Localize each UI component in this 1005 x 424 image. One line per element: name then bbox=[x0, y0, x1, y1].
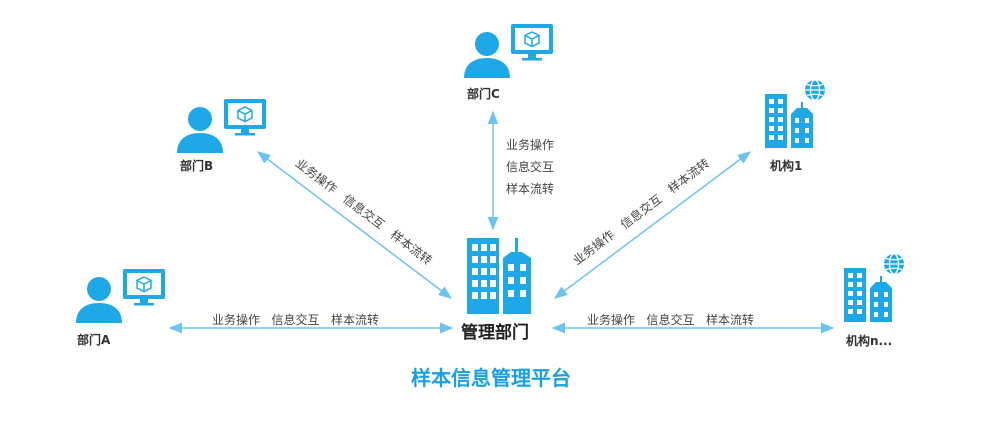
building-globe-icon bbox=[844, 253, 904, 322]
node-label-org-n: 机构n... bbox=[846, 334, 893, 348]
edge-text-flow: 样本流转 bbox=[330, 313, 379, 327]
edge-text-info: 信息交互 bbox=[271, 313, 320, 327]
node-label-dept-c: 部门C bbox=[467, 87, 500, 101]
edge-text-info: 信息交互 bbox=[646, 313, 695, 327]
edge-org-1 bbox=[553, 151, 752, 299]
platform-title: 样本信息管理平台 bbox=[411, 366, 571, 390]
node-label-org-1: 机构1 bbox=[770, 159, 803, 173]
edge-dept-b bbox=[256, 151, 453, 299]
edge-label-org-n: 业务操作 信息交互 样本流转 bbox=[587, 311, 754, 328]
building-icon bbox=[467, 238, 531, 314]
edge-label-dept-a: 业务操作 信息交互 样本流转 bbox=[212, 311, 379, 328]
user-monitor-icon bbox=[177, 99, 266, 153]
user-monitor-icon bbox=[464, 24, 553, 78]
edge-text-flow: 样本流转 bbox=[705, 313, 754, 327]
edge-label-dept-c: 业务操作 信息交互 样本流转 bbox=[506, 134, 554, 200]
edge-text-op: 业务操作 bbox=[587, 313, 636, 327]
user-monitor-icon bbox=[76, 269, 165, 323]
building-globe-icon bbox=[765, 79, 825, 148]
node-label-dept-a: 部门A bbox=[77, 333, 111, 347]
edge-text-info: 信息交互 bbox=[506, 160, 555, 174]
center-label: 管理部门 bbox=[461, 323, 529, 343]
edge-text-op: 业务操作 bbox=[506, 138, 555, 152]
node-label-dept-b: 部门B bbox=[180, 159, 214, 173]
edge-text-op: 业务操作 bbox=[212, 313, 261, 327]
edge-text-flow: 样本流转 bbox=[506, 182, 555, 196]
